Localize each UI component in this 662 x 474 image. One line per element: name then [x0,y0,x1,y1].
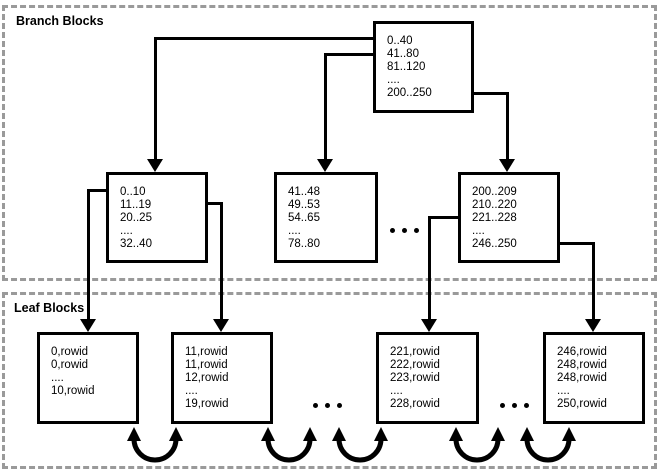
connector-branch1-leaf2-v [220,202,223,319]
block-entry: .... [472,225,485,237]
leaf-link-arrow-icon [127,427,183,463]
leaf-block-4: 246,rowid 248,rowid 248,rowid .... 250,r… [543,332,645,424]
down-arrow-icon [421,319,437,332]
leaf-block-1: 0,rowid 0,rowid .... 10,rowid [37,332,139,424]
block-entry: 221..228 [472,212,517,224]
leaf-block-2: 11,rowid 11,rowid 12,rowid .... 19,rowid [171,332,273,424]
branch-blocks-label: Branch Blocks [16,14,104,28]
block-entry: 250,rowid [557,398,607,410]
ellipsis-icon [313,403,342,408]
connector-branch1-leaf1-v [87,189,90,319]
block-entry: .... [390,385,403,397]
block-entry: 10,rowid [51,385,95,397]
down-arrow-icon [80,319,96,332]
block-entry: 210..220 [472,199,517,211]
block-entry: 222,rowid [390,359,440,371]
block-entry: 49..53 [288,199,320,211]
block-entry: .... [288,225,301,237]
connector-root-branch1-v [154,37,157,159]
connector-branch1-leaf2-h [208,202,223,205]
connector-root-branch1-h [154,37,373,40]
connector-branch3-leaf4-h [560,242,595,245]
block-entry: 248,rowid [557,359,607,371]
branch-block-2: 41..48 49..53 54..65 .... 78..80 [274,172,378,263]
block-entry: 221,rowid [390,346,440,358]
leaf-blocks-section: Leaf Blocks [2,292,657,469]
block-entry: 20..25 [120,212,152,224]
block-entry: .... [185,385,198,397]
down-arrow-icon [585,319,601,332]
branch-block-1: 0..10 11..19 20..25 .... 32..40 [106,172,208,263]
block-entry: .... [51,372,64,384]
ellipsis-icon [500,403,529,408]
leaf-blocks-label: Leaf Blocks [14,301,85,315]
block-entry: 11..19 [120,199,152,211]
block-entry: 0..40 [387,35,413,47]
block-entry: 41..80 [387,48,419,60]
block-entry: 0..10 [120,186,146,198]
block-entry: 12,rowid [185,372,229,384]
block-entry: 78..80 [288,238,320,250]
block-entry: 54..65 [288,212,320,224]
block-entry: 81..120 [387,61,426,73]
block-entry: 200..209 [472,186,517,198]
block-entry: 246,rowid [557,346,607,358]
leaf-link-arrow-icon [449,427,505,463]
connector-branch1-leaf1-h [87,189,106,192]
block-entry: 248,rowid [557,372,607,384]
block-entry: 11,rowid [185,359,228,371]
block-entry: 200..250 [387,87,432,99]
block-entry: 228,rowid [390,398,440,410]
branch-block-3: 200..209 210..220 221..228 .... 246..250 [458,172,560,263]
connector-root-branch3-v [506,92,509,159]
connector-root-branch3-h [474,92,509,95]
ellipsis-icon [390,228,419,233]
leaf-link-arrow-icon [332,427,388,463]
leaf-block-3: 221,rowid 222,rowid 223,rowid .... 228,r… [376,332,479,424]
block-entry: 19,rowid [185,398,229,410]
block-entry: .... [120,225,133,237]
block-entry: 246..250 [472,238,517,250]
down-arrow-icon [317,159,333,172]
block-entry: 0,rowid [51,346,89,358]
root-branch-block: 0..40 41..80 81..120 .... 200..250 [373,21,474,113]
down-arrow-icon [213,319,229,332]
block-entry: 0,rowid [51,359,89,371]
block-entry: 11,rowid [185,346,228,358]
block-entry: 223,rowid [390,372,440,384]
connector-branch3-leaf4-v [592,242,595,319]
branch-blocks-section: Branch Blocks [2,5,657,281]
block-entry: .... [557,385,570,397]
block-entry: 41..48 [288,186,320,198]
block-entry: 32..40 [120,238,152,250]
connector-branch3-leaf3-v [428,216,431,319]
leaf-link-arrow-icon [261,427,317,463]
down-arrow-icon [147,159,163,172]
connector-root-branch2-v [324,53,327,159]
connector-branch3-leaf3-h [428,216,458,219]
down-arrow-icon [499,159,515,172]
block-entry: .... [387,74,400,86]
leaf-link-arrow-icon [520,427,576,463]
connector-root-branch2-h [324,53,373,56]
